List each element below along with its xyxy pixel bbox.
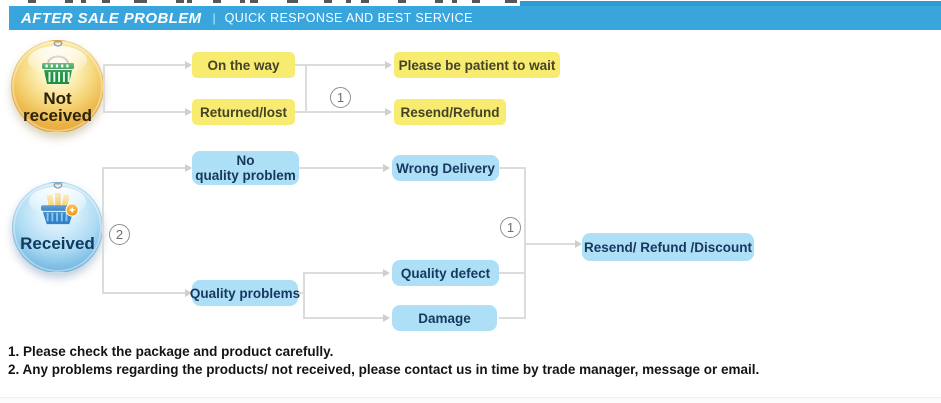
branch-number-text: 1	[506, 220, 515, 235]
arrowhead-icon	[185, 61, 192, 69]
section-header-bar: AFTER SALE PROBLEM | QUICK RESPONSE AND …	[9, 6, 941, 30]
node-on-the-way: On the way	[192, 52, 295, 78]
arrowhead-icon	[185, 164, 192, 172]
arrowhead-icon	[383, 269, 390, 277]
section-subtitle: QUICK RESPONSE AND BEST SERVICE	[224, 11, 473, 25]
connector-line	[303, 317, 383, 319]
connector-line	[295, 111, 385, 113]
connector-line	[102, 167, 185, 169]
footnotes: 1. Please check the package and product …	[8, 343, 759, 378]
connector-line	[499, 167, 525, 169]
node-label: Quality problems	[189, 285, 301, 301]
basket-clasp-icon	[50, 176, 66, 194]
node-label: Returned/lost	[199, 104, 287, 120]
connector-line	[102, 167, 104, 294]
node-quality-problems: Quality problems	[189, 280, 301, 306]
node-label: Please be patient to wait	[398, 57, 556, 73]
node-wrong-delivery: Wrong Delivery	[392, 155, 499, 181]
not-received-sphere: Not received	[11, 40, 104, 133]
node-returned-lost: Returned/lost	[192, 99, 295, 125]
node-quality-defect: Quality defect	[392, 260, 499, 286]
node-label: Damage	[418, 310, 471, 326]
branch-number-text: 2	[115, 227, 124, 242]
connector-line	[303, 272, 383, 274]
arrowhead-icon	[383, 164, 390, 172]
received-sphere: Received	[12, 182, 103, 273]
connector-line	[303, 272, 305, 319]
blue-shopping-basket-icon	[34, 192, 82, 231]
connector-line	[305, 64, 307, 113]
received-label: Received	[20, 234, 95, 253]
not-received-label-line1: Not	[43, 89, 72, 108]
connector-line	[499, 317, 525, 319]
arrowhead-icon	[575, 240, 582, 248]
node-label-line2: quality problem	[195, 168, 296, 183]
branch-number-1-badge-right: 1	[500, 217, 521, 238]
connector-line	[524, 243, 575, 245]
node-label: Quality defect	[400, 265, 491, 281]
arrowhead-icon	[385, 61, 392, 69]
branch-number-text: 1	[336, 90, 345, 105]
cutoff-blue-strip	[520, 1, 941, 7]
green-shopping-basket-icon	[35, 50, 81, 91]
footnote-2: 2. Any problems regarding the products/ …	[8, 361, 760, 377]
not-received-label-line2: received	[23, 106, 92, 125]
next-section-edge	[0, 397, 941, 403]
connector-line	[102, 292, 185, 294]
arrowhead-icon	[185, 289, 192, 297]
section-title: AFTER SALE PROBLEM	[21, 9, 202, 27]
node-please-wait: Please be patient to wait	[394, 52, 560, 78]
arrowhead-icon	[383, 314, 390, 322]
node-label: Wrong Delivery	[396, 160, 495, 176]
node-label: Resend/Refund	[400, 104, 500, 120]
arrowhead-icon	[385, 108, 392, 116]
basket-clasp-icon	[50, 34, 66, 52]
node-no-quality-problem: No quality problem	[192, 151, 299, 185]
connector-line	[499, 272, 525, 274]
branch-number-2-badge: 2	[109, 224, 130, 245]
node-label: On the way	[207, 57, 280, 73]
connector-line	[295, 64, 385, 66]
footnote-1: 1. Please check the package and product …	[8, 344, 334, 359]
node-resend-refund-discount: Resend/ Refund /Discount	[582, 233, 754, 261]
arrowhead-icon	[185, 108, 192, 116]
branch-number-1-badge: 1	[330, 87, 351, 108]
connector-line	[298, 292, 305, 294]
node-label-line1: No	[236, 153, 255, 168]
cutoff-text-marks	[28, 0, 520, 3]
node-resend-refund: Resend/Refund	[394, 99, 506, 125]
node-label: Resend/ Refund /Discount	[583, 239, 752, 255]
connector-line	[103, 64, 185, 66]
pipe-separator: |	[212, 11, 216, 25]
connector-line	[103, 111, 185, 113]
node-damage: Damage	[392, 305, 497, 331]
connector-line	[299, 167, 383, 169]
connector-line	[103, 64, 105, 113]
